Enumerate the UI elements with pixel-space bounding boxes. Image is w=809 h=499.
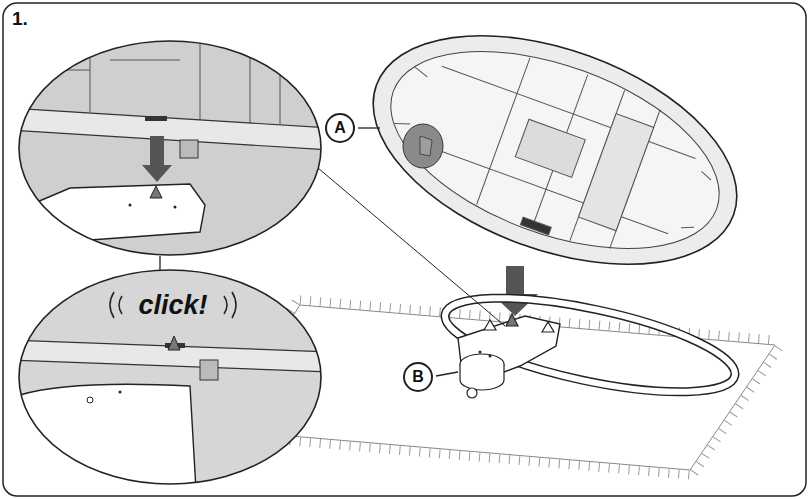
detail-zoom-bottom <box>10 260 330 499</box>
leader-line <box>358 127 380 128</box>
leader-line <box>436 372 458 376</box>
connector-line <box>159 256 160 270</box>
part-a-cover <box>342 0 767 309</box>
callout-letter: A <box>334 120 346 136</box>
down-arrow <box>492 266 538 316</box>
sound-effect-text: click! <box>135 291 210 321</box>
leader-line <box>318 168 505 326</box>
step-number: 1. <box>12 9 28 30</box>
part-b-base <box>438 279 743 411</box>
callout-circle: A <box>325 113 355 143</box>
detail-zoom-top <box>10 30 330 270</box>
callout-circle: B <box>403 362 433 392</box>
callout-letter: B <box>412 369 424 385</box>
